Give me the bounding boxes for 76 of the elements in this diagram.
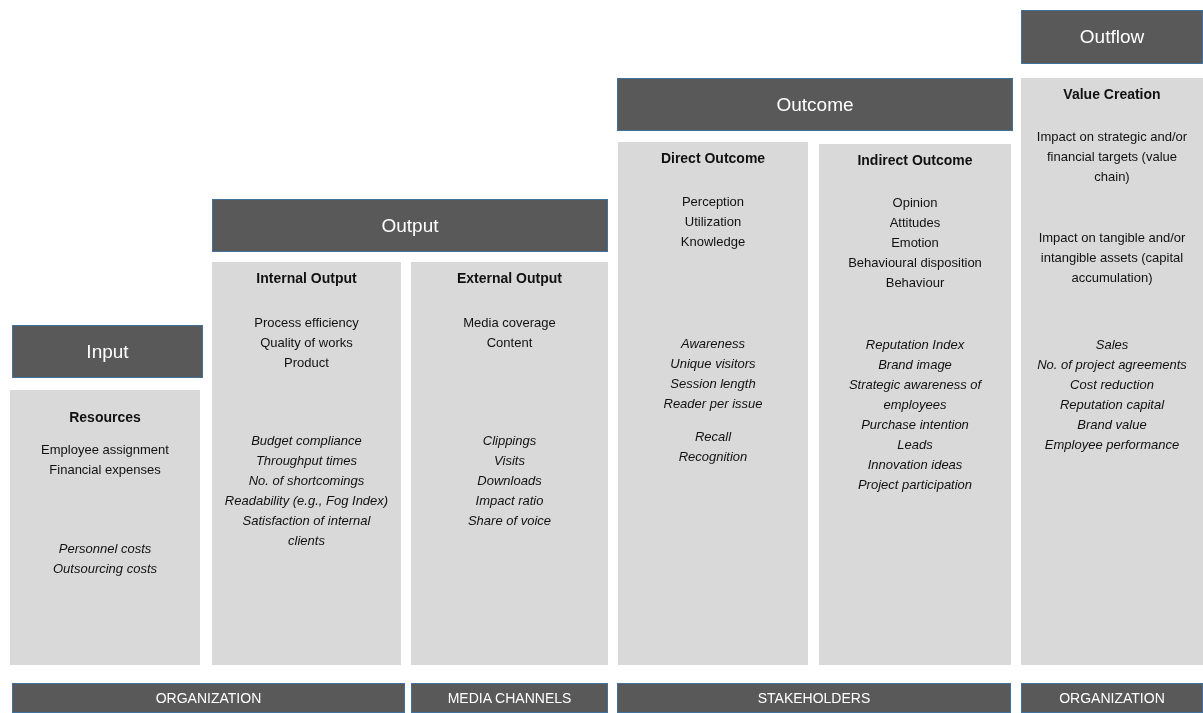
stage-header-band: [12, 325, 203, 378]
indicator-text: Recognition: [677, 448, 749, 466]
stage-title: Outflow: [1079, 26, 1145, 48]
dimension-text: Product: [283, 354, 330, 372]
area-label: ORGANIZATION: [155, 690, 262, 706]
stage-title: Outcome: [776, 93, 854, 116]
indicator-text: Unique visitors: [669, 355, 757, 373]
dimension-text: Knowledge: [679, 233, 747, 251]
stage-header-band: [617, 78, 1013, 131]
indicator-text: Cost reduction: [1069, 376, 1155, 394]
indicator-text: Clippings: [481, 432, 538, 450]
dimension-text: Impact on strategic and/or financial targets (value chain): [1035, 128, 1189, 186]
category-panel: [212, 262, 401, 665]
area-label: ORGANIZATION: [1059, 690, 1165, 706]
category-heading: Value Creation: [1062, 86, 1162, 102]
category-heading: Indirect Outcome: [856, 152, 974, 168]
stage-title: Output: [381, 214, 439, 237]
indicator-text: Brand image: [877, 356, 953, 374]
indicator-text: Personnel costs: [57, 540, 153, 558]
dimension-text: Attitudes: [888, 214, 942, 232]
indicator-text: Visits: [493, 452, 526, 470]
category-heading: Internal Output: [255, 270, 358, 286]
dimension-text: Financial expenses: [48, 461, 162, 479]
indicator-text: Downloads: [476, 472, 543, 490]
category-heading: Direct Outcome: [659, 150, 767, 166]
indicator-text: Throughput times: [254, 452, 359, 470]
dimension-text: Employee assignment: [40, 441, 170, 459]
dimension-text: Behaviour: [884, 274, 946, 292]
category-heading: External Output: [456, 270, 563, 286]
category-panel: [819, 144, 1011, 665]
indicator-text: Satisfaction of internal clients: [241, 512, 372, 550]
category-panel: [411, 262, 608, 665]
indicator-text: Reputation capital: [1058, 396, 1166, 414]
dimension-text: Opinion: [891, 194, 939, 212]
dimension-text: Process efficiency: [253, 314, 360, 332]
indicator-text: No. of shortcomings: [247, 472, 366, 490]
area-footer-band: [1021, 683, 1203, 713]
indicator-text: Session length: [669, 375, 757, 393]
category-panel: [618, 142, 808, 665]
dimension-text: Perception: [680, 193, 746, 211]
indicator-text: Readability (e.g., Fog Index): [224, 492, 389, 510]
indicator-text: Brand value: [1076, 416, 1148, 434]
indicator-text: Strategic awareness of employees: [847, 376, 983, 414]
dimension-text: Quality of works: [259, 334, 354, 352]
dimension-text: Content: [485, 334, 534, 352]
indicator-text: Leads: [896, 436, 934, 454]
area-label: MEDIA CHANNELS: [447, 690, 572, 706]
dimension-text: Utilization: [683, 213, 743, 231]
dimension-text: Behavioural disposition: [847, 254, 983, 272]
indicator-text: Project participation: [856, 476, 974, 494]
indicator-text: Outsourcing costs: [51, 560, 158, 578]
indicator-text: Budget compliance: [250, 432, 363, 450]
area-footer-band: [12, 683, 405, 713]
indicator-text: Reputation Index: [864, 336, 966, 354]
indicator-text: Purchase intention: [860, 416, 970, 434]
category-panel: [1021, 78, 1203, 665]
indicator-text: Recall: [693, 428, 733, 446]
stage-title: Input: [86, 340, 129, 363]
area-footer-band: [617, 683, 1011, 713]
indicator-text: Reader per issue: [662, 395, 764, 413]
indicator-text: Sales: [1094, 336, 1130, 354]
area-footer-band: [411, 683, 608, 713]
indicator-text: Awareness: [679, 335, 747, 353]
indicator-text: Innovation ideas: [866, 456, 964, 474]
category-heading: Resources: [68, 409, 142, 425]
dimension-text: Emotion: [890, 234, 940, 252]
indicator-text: Employee performance: [1043, 436, 1181, 454]
category-panel: [10, 390, 200, 665]
indicator-text: Share of voice: [466, 512, 553, 530]
dimension-text: Media coverage: [462, 314, 557, 332]
stage-header-band: [212, 199, 608, 252]
area-label: STAKEHOLDERS: [757, 690, 871, 706]
indicator-text: No. of project agreements: [1036, 356, 1188, 374]
indicator-text: Impact ratio: [474, 492, 545, 510]
dimension-text: Impact on tangible and/or intangible assets (capital accumulation): [1037, 229, 1187, 287]
stage-header-band: [1021, 10, 1203, 64]
